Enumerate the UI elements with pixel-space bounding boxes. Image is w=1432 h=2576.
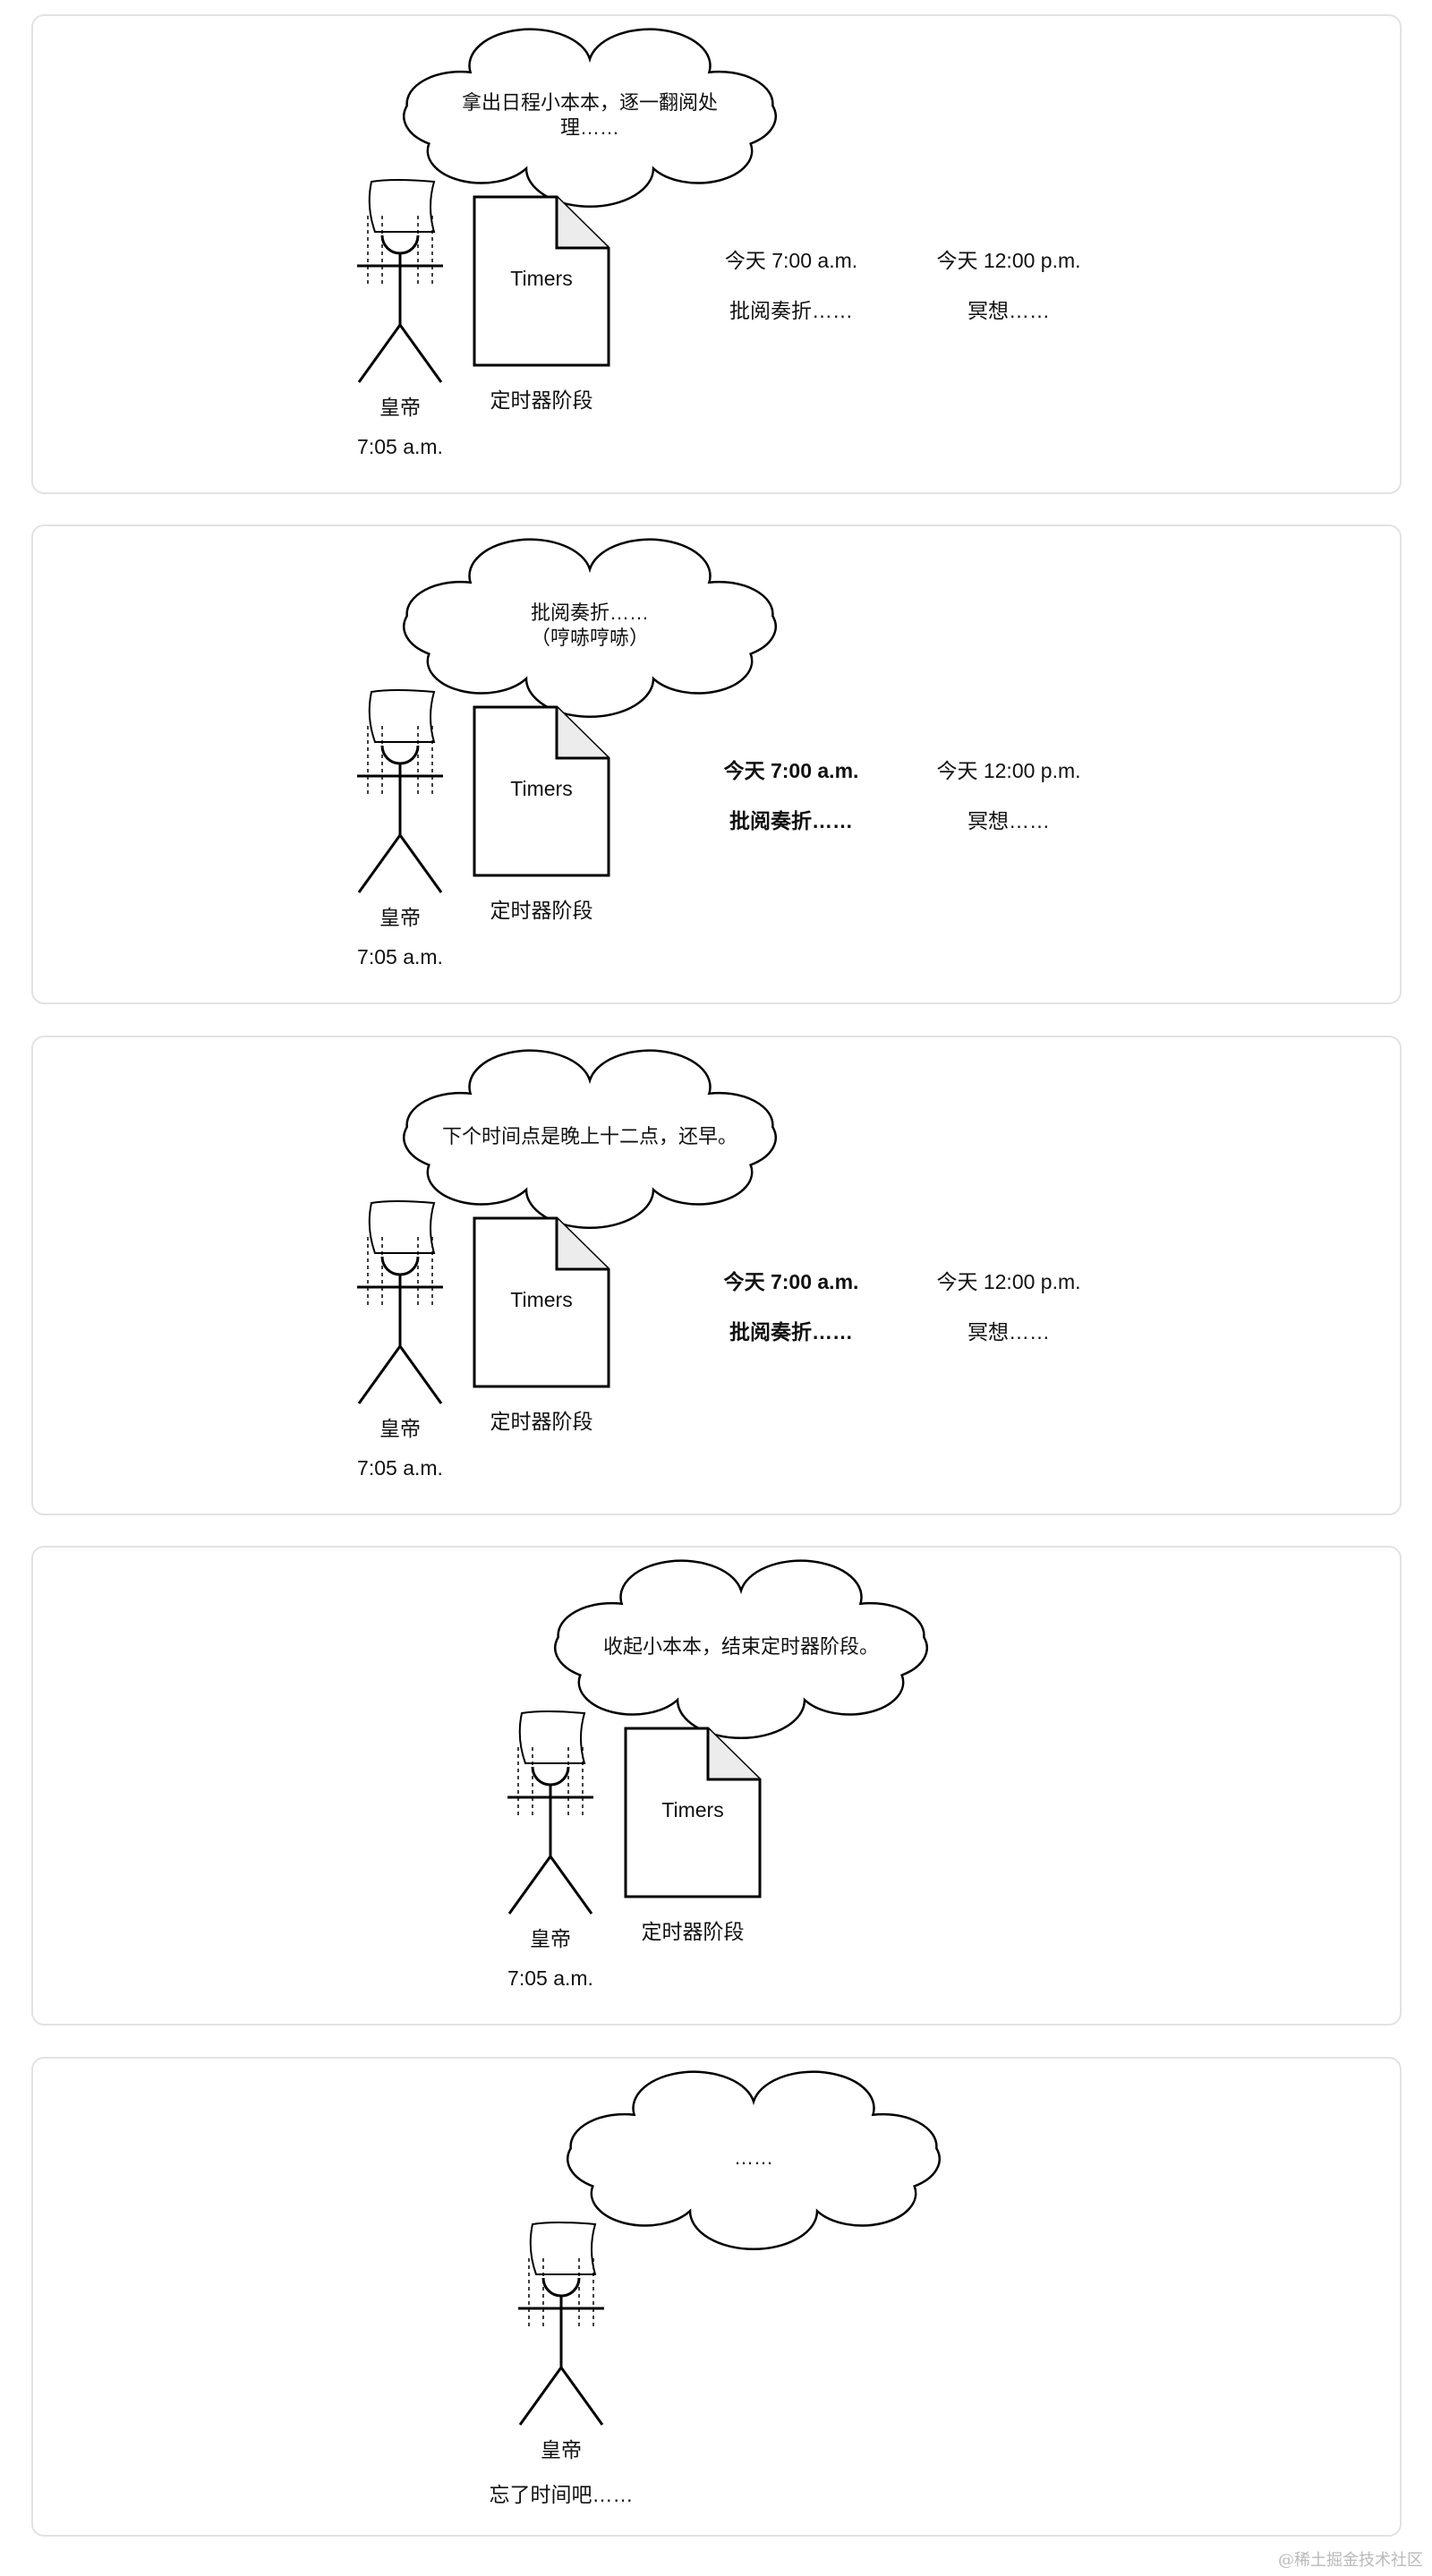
timers-phase-label: 定时器阶段: [641, 1920, 745, 1943]
schedule-task-2: 冥想……: [967, 1320, 1050, 1343]
panel-drawing: [357, 1049, 777, 1404]
thought-bubble: [567, 2070, 941, 2251]
crown-icon: [368, 689, 436, 743]
comic-panel-1: 拿出日程小本本，逐一翻阅处理…… 皇帝 7:05 a.m. Timers 定时器阶段 今天…: [31, 14, 1402, 494]
emperor-time: 7:05 a.m.: [357, 435, 443, 458]
schedule-task-1: 批阅奏折……: [729, 299, 853, 322]
emperor-figure: [357, 689, 443, 893]
emperor-time: 忘了时间吧……: [489, 2483, 634, 2506]
comic-panel-2: 批阅奏折……（哼哧哼哧） 皇帝 7:05 a.m. Timers 定时器阶段 今天 7:0…: [31, 525, 1402, 1004]
timers-doc-label: Timers: [510, 777, 573, 800]
comic-panel-3: 下个时间点是晚上十二点，还早。皇帝 7:05 a.m. Timers 定时器阶段 今天 …: [31, 1036, 1402, 1515]
panel-drawing: [357, 28, 777, 383]
crown-icon: [368, 179, 436, 233]
schedule-time-2: 今天 12:00 p.m.: [936, 1270, 1081, 1293]
emperor-figure: [518, 2222, 604, 2426]
emperor-label: 皇帝: [379, 396, 421, 419]
timers-doc-label: Timers: [510, 267, 573, 290]
thought-bubble-text: ……: [734, 2146, 773, 2169]
head-icon: [380, 235, 420, 255]
timers-document-icon: [624, 1727, 762, 1898]
emperor-label: 皇帝: [530, 1927, 571, 1950]
timers-phase-label: 定时器阶段: [490, 388, 593, 412]
emperor-figure: [357, 1200, 443, 1404]
head-icon: [541, 2277, 581, 2298]
schedule-time-1: 今天 7:00 a.m.: [723, 759, 859, 782]
timers-doc-label: Timers: [661, 1798, 724, 1821]
timers-phase-label: 定时器阶段: [490, 1410, 593, 1433]
emperor-time: 7:05 a.m.: [357, 1456, 443, 1480]
panel-drawing: [357, 538, 777, 893]
schedule-time-2: 今天 12:00 p.m.: [936, 759, 1081, 782]
thought-bubble-text: 下个时间点是晚上十二点，还早。: [441, 1125, 738, 1147]
thought-bubble-text: 收起小本本，结束定时器阶段。: [602, 1635, 880, 1658]
head-icon: [380, 1256, 420, 1276]
thought-bubble: [554, 1559, 928, 1740]
watermark: @稀土掘金技术社区: [1278, 2551, 1423, 2570]
thought-bubble: [403, 538, 777, 719]
thought-bubble-text: 批阅奏折……（哼哧哼哧）: [530, 601, 650, 649]
timers-document-icon: [473, 195, 610, 367]
schedule-task-2: 冥想……: [967, 809, 1050, 832]
schedule-time-1: 今天 7:00 a.m.: [723, 1270, 859, 1293]
comic-panel-5: …… 皇帝忘了时间吧……: [31, 2057, 1402, 2537]
schedule-task-1: 批阅奏折……: [729, 1320, 853, 1343]
emperor-figure: [357, 179, 443, 383]
panel-drawing: [518, 2070, 941, 2426]
timers-doc-label: Timers: [510, 1288, 573, 1311]
emperor-time: 7:05 a.m.: [507, 1966, 593, 1990]
panel-drawing: [507, 1559, 928, 1915]
crown-icon: [529, 2222, 597, 2275]
schedule-task-1: 批阅奏折……: [729, 809, 853, 832]
timers-document-icon: [473, 1216, 610, 1388]
emperor-label: 皇帝: [379, 906, 421, 929]
emperor-time: 7:05 a.m.: [357, 945, 443, 968]
thought-bubble: [403, 1049, 777, 1230]
comic-panel-4: 收起小本本，结束定时器阶段。皇帝 7:05 a.m. Timers 定时器阶段: [31, 1546, 1402, 2026]
head-icon: [531, 1766, 570, 1787]
schedule-task-2: 冥想……: [967, 299, 1050, 322]
schedule-time-2: 今天 12:00 p.m.: [936, 249, 1081, 272]
head-icon: [380, 745, 420, 765]
thought-bubble: [403, 28, 777, 209]
emperor-figure: [507, 1710, 593, 1915]
schedule-time-1: 今天 7:00 a.m.: [724, 249, 858, 272]
timers-phase-label: 定时器阶段: [490, 899, 593, 922]
crown-icon: [368, 1200, 436, 1254]
emperor-label: 皇帝: [379, 1417, 421, 1440]
timers-document-icon: [473, 705, 610, 877]
emperor-label: 皇帝: [541, 2438, 582, 2461]
crown-icon: [518, 1710, 586, 1764]
thought-bubble-text: 拿出日程小本本，逐一翻阅处理……: [461, 91, 719, 139]
